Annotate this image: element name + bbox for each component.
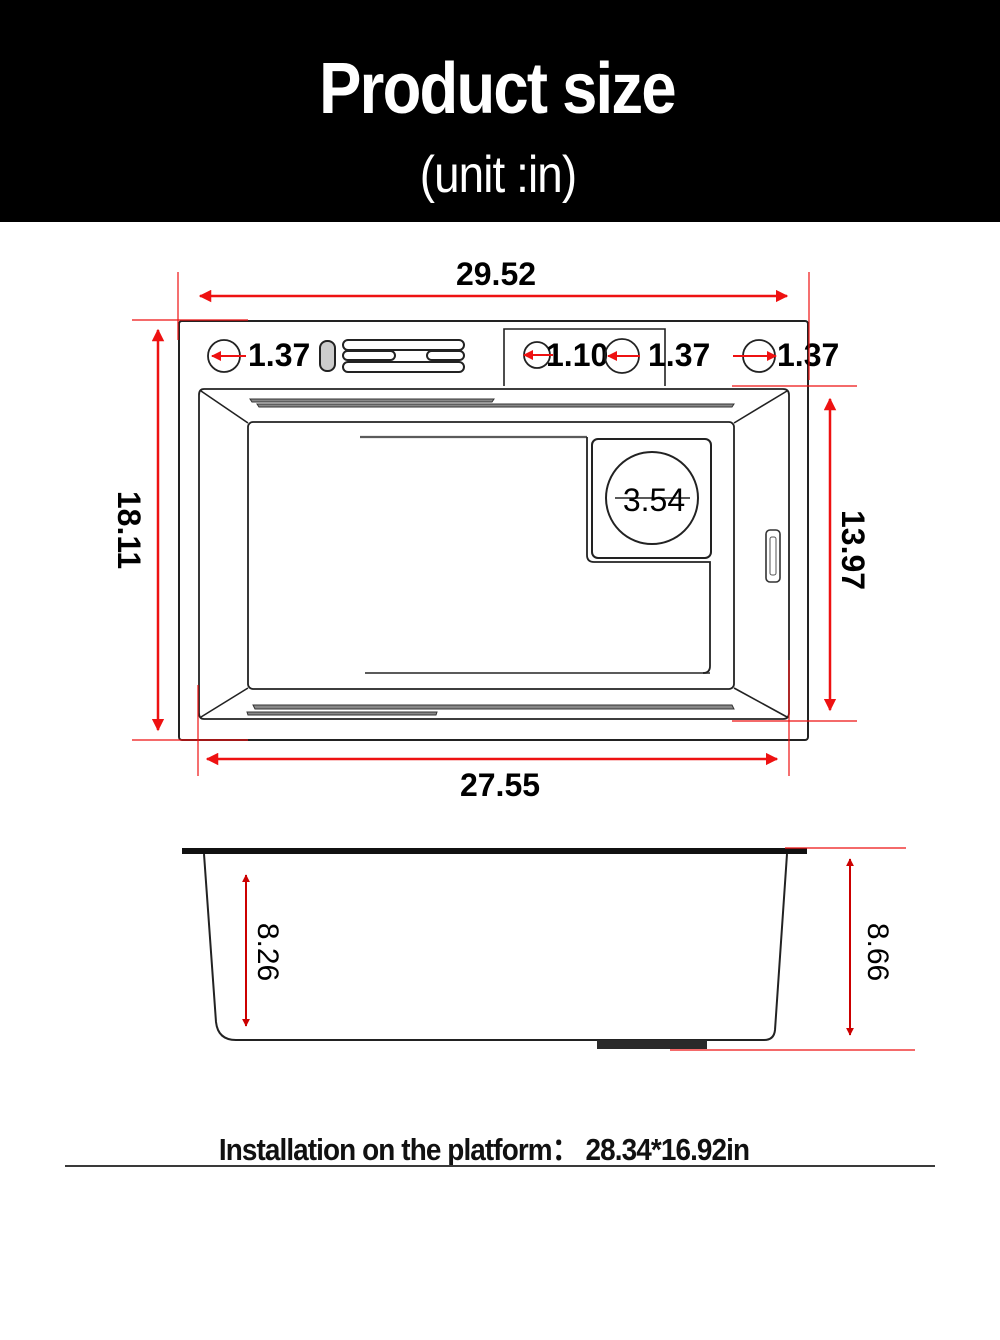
rail-bottom-1 <box>252 704 735 710</box>
tap-hole-1: 1.37 <box>207 337 310 373</box>
bowl-depth-label: 13.97 <box>835 510 871 590</box>
accessory-panel-outline <box>503 328 666 386</box>
drain-box <box>591 438 712 559</box>
inner-depth-label: 8.26 <box>251 923 284 981</box>
page-title: Product size <box>319 49 676 129</box>
overall-depth-label: 18.11 <box>111 491 147 569</box>
rail-top-1 <box>249 398 495 403</box>
installation-note: Installation on the platform： 28.34*16.9… <box>218 1132 750 1167</box>
soap-dispenser-icon <box>319 340 336 372</box>
rail-top-2 <box>256 403 735 408</box>
overall-height-label: 8.66 <box>861 923 894 981</box>
tap-hole-3: 1.37 <box>604 337 710 374</box>
overall-width-label: 29.52 <box>456 256 536 292</box>
hole-1-label: 1.37 <box>248 337 310 373</box>
tap-hole-4: 1.37 <box>733 337 839 373</box>
bowl-profile-outline <box>203 853 788 1041</box>
hole-4-label: 1.37 <box>777 337 839 373</box>
bowl-width-label: 27.55 <box>460 767 540 803</box>
sink-rim-profile <box>182 848 807 854</box>
top-view: 3.54 1.37 1.10 1.37 1.37 <box>111 256 871 803</box>
cup-rinser-slot <box>342 339 465 351</box>
drain-circle <box>605 451 699 545</box>
unit-subtitle: (unit :in) <box>419 146 577 204</box>
sink-outer-outline <box>178 320 809 741</box>
side-view: 8.26 8.66 <box>182 847 915 1051</box>
bowl-floor-outline <box>247 421 735 690</box>
hole-3-label: 1.37 <box>648 337 710 373</box>
bowl-rim-outline <box>198 388 790 720</box>
drain-outlet <box>597 1040 707 1049</box>
rail-bottom-2 <box>246 711 438 716</box>
footer-divider <box>65 1165 935 1167</box>
header-banner: Product size (unit :in) <box>0 0 1000 222</box>
tap-hole-2: 1.10 <box>523 337 608 373</box>
overflow-slot <box>765 529 781 583</box>
drain-diameter-label: 3.54 <box>623 482 685 518</box>
hole-2-label: 1.10 <box>546 337 608 373</box>
